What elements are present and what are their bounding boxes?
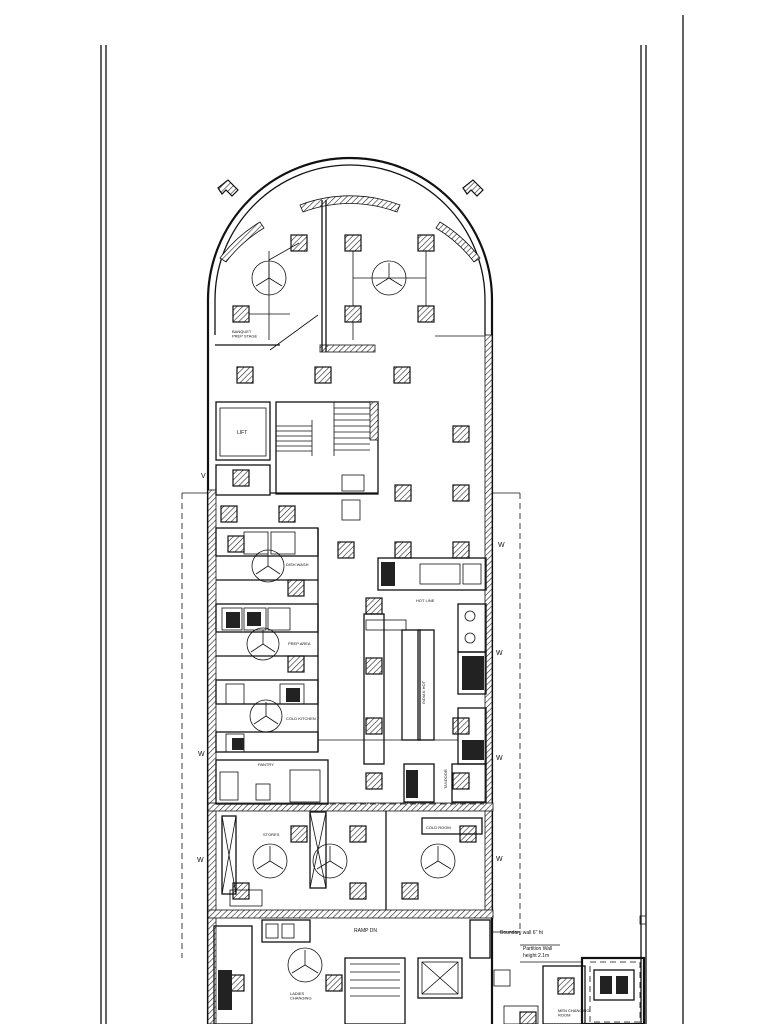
w-marker-5: W — [198, 751, 205, 758]
w-marker-1: W — [498, 542, 505, 549]
ceiling-fans — [246, 260, 456, 983]
lower-rooms — [221, 811, 483, 910]
w-marker-2: W — [496, 650, 503, 657]
lift-label: LIFT — [237, 430, 247, 436]
w-marker-6: W — [197, 857, 204, 864]
tandoor-label: TANDOOR — [443, 769, 448, 789]
ramp-dn-label: RAMP DN — [354, 928, 377, 934]
cold-room-label: COLD ROOM — [426, 825, 451, 830]
site-boundary — [100, 15, 684, 1024]
hot-line-label: HOT LINE — [416, 598, 435, 603]
lift-stair-core — [215, 401, 379, 521]
prep-area-label: PREP AREA — [288, 641, 311, 646]
stair-treads-upper — [276, 402, 370, 456]
structural-columns — [220, 234, 575, 1025]
indian-hot-label: INDIAN HOT — [421, 680, 426, 704]
partition-wall-label-2: height 2.1m — [523, 953, 549, 959]
cold-kitchen-label: COLD KITCHEN — [286, 716, 316, 721]
stores-label: STORES — [263, 832, 280, 837]
boundary-wall-label: Boundary wall 6" ht — [500, 930, 544, 936]
dish-wash-label: DISH WASH — [286, 562, 309, 567]
wiring-lines — [249, 242, 427, 340]
w-marker-4: W — [496, 856, 503, 863]
building-outline — [206, 156, 494, 1025]
partition-wall-label-1: Partition Wall — [523, 946, 552, 952]
pantry-label: PANTRY — [258, 762, 274, 767]
setback-lines — [181, 492, 521, 958]
kitchen-equipment — [215, 527, 487, 805]
w-marker-3: W — [496, 755, 503, 762]
v-marker: V — [201, 473, 206, 480]
